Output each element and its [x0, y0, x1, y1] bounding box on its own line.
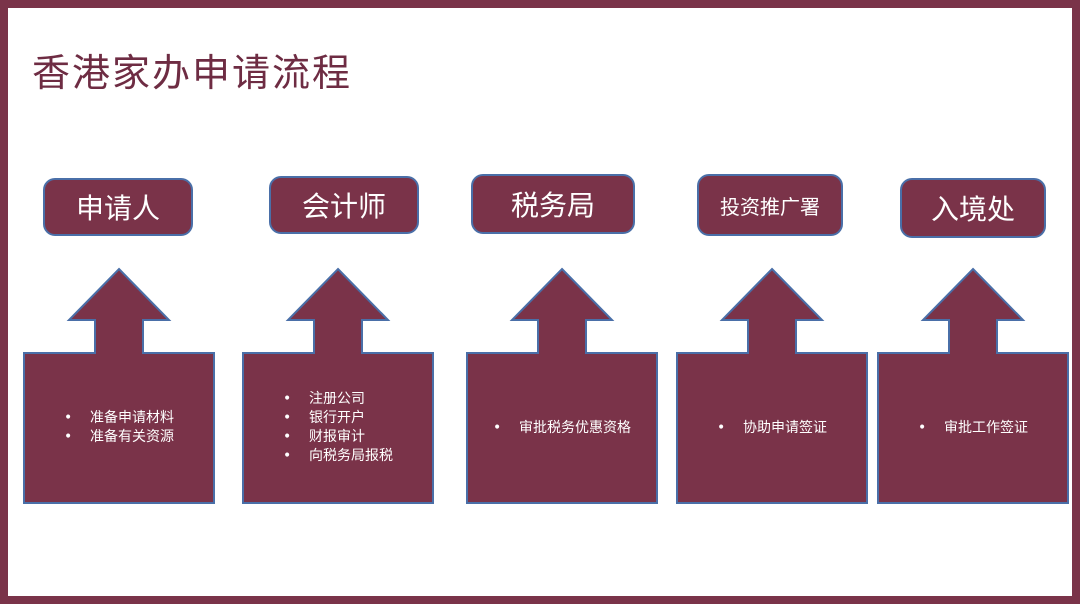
list-item: 协助申请签证: [717, 419, 827, 438]
list-item: 银行开户: [283, 409, 393, 428]
up-arrow-shape: [676, 267, 868, 504]
step-details: 注册公司 银行开户 财报审计 向税务局报税: [241, 353, 435, 503]
up-arrow-shape: [466, 267, 658, 504]
step-label: 入境处: [930, 193, 1015, 226]
list-item: 准备有关资源: [64, 428, 174, 447]
list-item: 准备申请材料: [64, 409, 174, 428]
list-item: 注册公司: [283, 390, 393, 409]
list-item: 向税务局报税: [283, 447, 393, 466]
list-item: 审批税务优惠资格: [493, 419, 631, 438]
step-label-box: 申请人: [43, 178, 193, 236]
step-label-box: 入境处: [900, 178, 1046, 238]
list-item: 审批工作签证: [918, 419, 1028, 438]
up-arrow-shape: [877, 267, 1069, 504]
up-arrow-polygon: [676, 267, 868, 504]
step-label: 会计师: [301, 190, 386, 223]
step-label-box: 税务局: [471, 174, 635, 234]
step-applicant: 申请人 准备申请材料 准备有关资源: [22, 8, 216, 596]
step-accountant: 会计师 注册公司 银行开户 财报审计 向税务局报税: [241, 8, 435, 596]
step-label: 申请人: [75, 192, 160, 225]
page-title: 香港家办申请流程: [32, 51, 353, 95]
step-label: 税务局: [510, 189, 595, 222]
up-arrow-polygon: [877, 267, 1069, 504]
step-immigration: 入境处 审批工作签证: [876, 8, 1070, 596]
step-details: 审批工作签证: [876, 353, 1070, 503]
step-details: 准备申请材料 准备有关资源: [22, 353, 216, 503]
up-arrow-polygon: [466, 267, 658, 504]
step-label-box: 会计师: [269, 176, 419, 234]
step-details: 协助申请签证: [675, 353, 869, 503]
step-invest-hk: 投资推广署 协助申请签证: [675, 8, 869, 596]
step-details: 审批税务优惠资格: [465, 353, 659, 503]
list-item: 财报审计: [283, 428, 393, 447]
step-label-box: 投资推广署: [697, 174, 843, 236]
step-label: 投资推广署: [720, 194, 820, 219]
step-tax-bureau: 税务局 审批税务优惠资格: [465, 8, 659, 596]
